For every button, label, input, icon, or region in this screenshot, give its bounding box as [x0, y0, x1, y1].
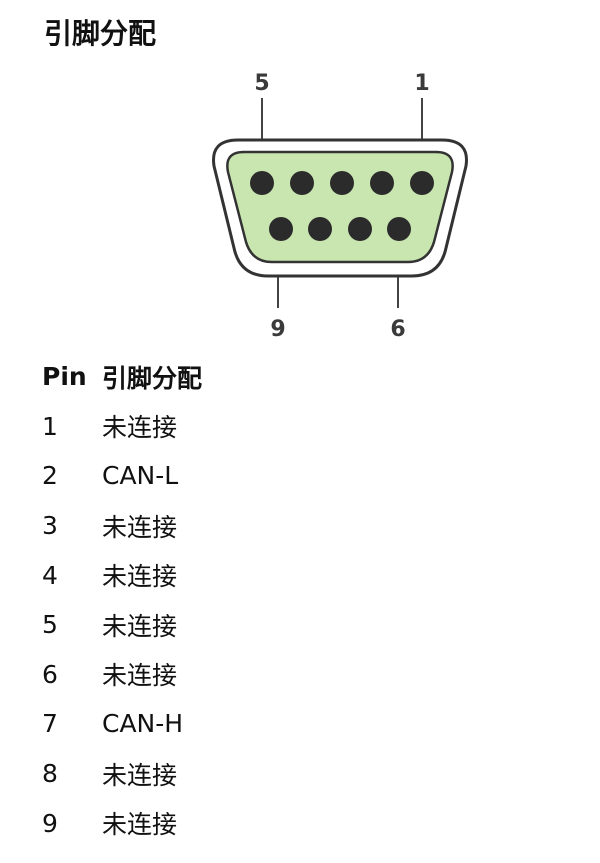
pin-9 [269, 217, 293, 241]
table-header-row: Pin 引脚分配 [42, 352, 562, 402]
pin-7 [348, 217, 372, 241]
pin-number: 3 [42, 511, 58, 541]
pin-number: 2 [42, 461, 58, 491]
pin-assignment: 未连接 [102, 661, 178, 691]
pin-assignment: 未连接 [102, 562, 178, 592]
pin-2 [370, 171, 394, 195]
header-assignment: 引脚分配 [102, 363, 203, 393]
pin-8 [308, 217, 332, 241]
table-row: 8 未连接 [42, 749, 562, 799]
table-row: 3 未连接 [42, 501, 562, 551]
pin-label-1: 1 [414, 71, 429, 96]
table-row: 2 CAN-L [42, 451, 562, 501]
pin-4 [290, 171, 314, 195]
pin-1 [410, 171, 434, 195]
table-row: 6 未连接 [42, 650, 562, 700]
pin-5 [250, 171, 274, 195]
pin-3 [330, 171, 354, 195]
pin-number: 9 [42, 808, 58, 838]
pin-label-5: 5 [254, 71, 269, 96]
table-row: 9 未连接 [42, 798, 562, 848]
table-row: 4 未连接 [42, 550, 562, 600]
pin-assignment: CAN-L [102, 461, 179, 491]
pin-number: 5 [42, 610, 58, 640]
pin-assignment: 未连接 [102, 512, 178, 542]
pin-6 [387, 217, 411, 241]
pin-assignment: 未连接 [102, 413, 178, 443]
table-row: 5 未连接 [42, 600, 562, 650]
pin-assignment: 未连接 [102, 611, 178, 641]
table-row: 1 未连接 [42, 402, 562, 452]
page-title: 引脚分配 [44, 17, 157, 50]
db9-connector-diagram: 5 1 9 6 [200, 62, 480, 344]
header-pin: Pin [42, 362, 87, 392]
pin-label-9: 9 [270, 317, 285, 342]
pin-assignment-table: Pin 引脚分配 1 未连接 2 CAN-L 3 未连接 4 未连接 5 未连接… [42, 352, 562, 848]
pin-label-6: 6 [390, 317, 405, 342]
pin-number: 7 [42, 709, 58, 739]
db9-connector-svg: 5 1 9 6 [212, 71, 468, 342]
pin-assignment: 未连接 [102, 760, 178, 790]
pin-assignment: CAN-H [102, 709, 184, 739]
pin-number: 6 [42, 659, 58, 689]
table-row: 7 CAN-H [42, 699, 562, 749]
pin-number: 1 [42, 411, 58, 441]
connector-face [226, 150, 454, 264]
pin-number: 8 [42, 759, 58, 789]
pin-number: 4 [42, 560, 58, 590]
pin-assignment: 未连接 [102, 810, 178, 840]
